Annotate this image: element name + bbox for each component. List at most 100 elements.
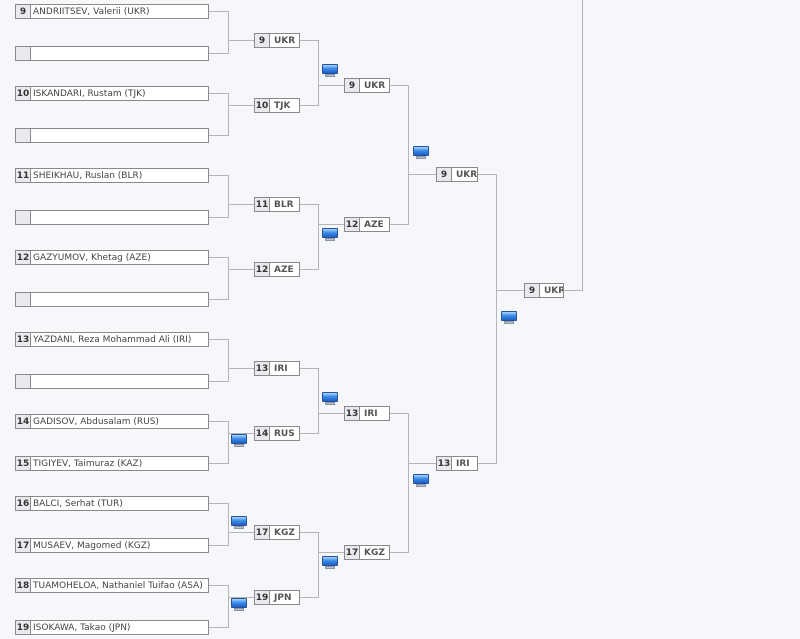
round5-entry[interactable]: 9 UKR [524,283,564,298]
monitor-icon[interactable] [231,516,247,530]
bracket-line [496,174,497,464]
bracket-line [478,463,496,464]
monitor-icon[interactable] [322,228,338,242]
athlete-entry[interactable] [15,46,209,61]
team-code: UKR [274,35,296,46]
bracket-line [228,175,229,218]
athlete-name [31,211,33,224]
monitor-icon[interactable] [231,434,247,448]
seed-number: 16 [16,497,31,510]
bracket-line [408,413,409,553]
bracket-line [496,290,524,291]
bracket-line [228,597,254,598]
seed-number: 17 [255,526,270,539]
bracket-line [300,40,318,41]
bracket-line [209,53,228,54]
bracket-line [209,135,228,136]
bracket-line [390,413,408,414]
seed-number: 9 [525,284,540,297]
monitor-icon[interactable] [322,392,338,406]
seed-number: 15 [16,457,31,470]
athlete-name: TUAMOHELOA, Nathaniel Tuifao (ASA) [33,580,203,591]
bracket-line [564,290,582,291]
team-code: IRI [274,363,288,374]
bracket-line [318,552,344,553]
monitor-icon[interactable] [322,64,338,78]
bracket-line [228,40,254,41]
monitor-icon[interactable] [231,598,247,612]
bracket-line [209,175,228,176]
monitor-icon[interactable] [413,474,429,488]
athlete-name: ANDRIITSEV, Valerii (UKR) [33,6,150,17]
athlete-entry[interactable] [15,210,209,225]
athlete-entry[interactable] [15,374,209,389]
seed-number: 12 [345,218,360,231]
seed-number: 9 [437,168,452,181]
bracket-line [408,463,436,464]
bracket-line [318,40,319,106]
bracket-line [209,93,228,94]
bracket-line [228,433,254,434]
bracket-line [582,0,583,291]
bracket-line [209,381,228,382]
athlete-entry[interactable] [15,128,209,143]
team-code: JPN [274,592,292,603]
seed-number: 11 [16,169,31,182]
athlete-name: BALCI, Serhat (TUR) [33,498,123,509]
monitor-icon[interactable] [413,146,429,160]
seed-number: 13 [345,407,360,420]
seed-number: 10 [255,99,270,112]
bracket-line [209,339,228,340]
athlete-name: ISKANDARI, Rustam (TJK) [33,88,146,99]
seed-number [16,129,31,142]
bracket-line [390,552,408,553]
bracket-line [209,299,228,300]
athlete-name [31,129,33,142]
bracket-line [318,532,319,598]
team-code: AZE [274,264,294,275]
bracket-line [300,532,318,533]
team-code: UKR [544,285,563,296]
bracket-line [408,174,436,175]
round2-entry[interactable]: 13 IRI [254,361,300,376]
team-code: KGZ [364,547,385,558]
seed-number: 9 [255,34,270,47]
monitor-icon[interactable] [322,556,338,570]
seed-number: 13 [255,362,270,375]
bracket-line [300,269,318,270]
bracket-line [209,545,228,546]
bracket-line [300,368,318,369]
round2-entry[interactable]: 9 UKR [254,33,300,48]
athlete-entry[interactable] [15,292,209,307]
bracket-line [228,105,254,106]
athlete-name: YAZDANI, Reza Mohammad Ali (IRI) [33,334,192,345]
monitor-icon[interactable] [501,311,517,325]
bracket-line [318,224,344,225]
bracket-line [228,585,229,628]
seed-number [16,47,31,60]
